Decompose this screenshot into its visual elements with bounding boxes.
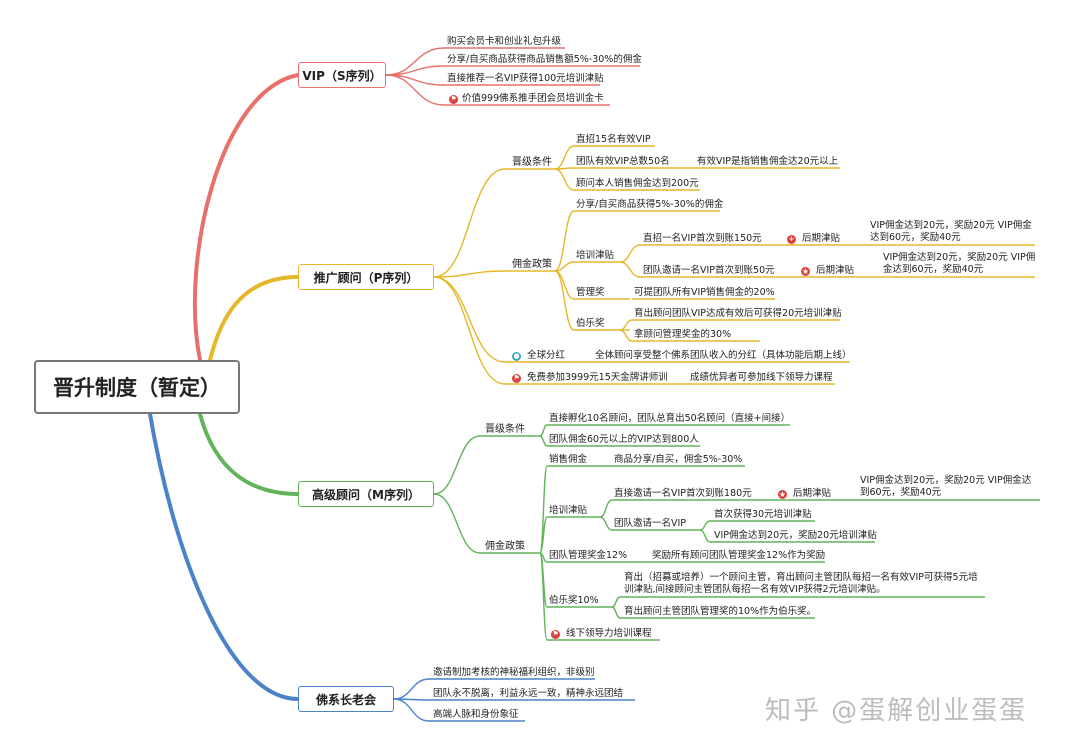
m-offline: 线下领导力培训课程	[566, 628, 652, 639]
p-conditions-label: 晋级条件	[512, 157, 552, 168]
p-global: 全体顾问享受整个佛系团队收入的分红（具体功能后期上线）	[595, 350, 852, 361]
p-invite: 团队邀请一名VIP首次到账50元	[643, 265, 775, 276]
m-conditions-label: 晋级条件	[485, 424, 525, 435]
p-free-course-note: 成绩优异者可参加线下领导力课程	[690, 372, 833, 383]
p-global-label: 全球分红	[527, 350, 566, 361]
p-effective-note: 有效VIP是指销售佣金达20元以上	[697, 156, 839, 167]
flag-icon: ⚑	[449, 95, 458, 104]
m-later-detail: VIP佣金达到20元，奖励20元 VIP佣金达到60元，奖励40元	[860, 475, 1032, 498]
m-bole: 育出（招募或培养）一个顾问主管，育出顾问主管团队每招一名有效VIP可获得5元培训…	[624, 572, 978, 595]
m-condition: 直接孵化10名顾问，团队总育出50名顾问（直接+间接）	[549, 413, 791, 424]
elder-item: 团队永不脱离，利益永远一致，精神永远团结	[433, 688, 624, 699]
branch-elder-council[interactable]: 佛系长老会	[298, 686, 394, 712]
p-condition: 团队有效VIP总数50名	[576, 156, 670, 167]
plus-icon: +	[787, 235, 796, 244]
watermark: 知乎 @蛋解创业蛋蛋	[765, 696, 1028, 726]
star-icon: ★	[778, 490, 787, 499]
star-icon: ★	[801, 267, 810, 276]
p-later-detail: VIP佣金达到20元，奖励20元 VIP佣金达到60元，奖励40元	[870, 220, 1032, 243]
m-sales: 商品分享/自买，佣金5%-30%	[614, 454, 743, 465]
m-bole: 育出顾问主管团队管理奖的10%作为伯乐奖。	[624, 606, 817, 617]
m-team: 奖励所有顾问团队管理奖金12%作为奖励	[652, 550, 826, 561]
p-later-label: 后期津贴	[802, 233, 841, 244]
p-bole: 拿顾问管理奖金的30%	[634, 329, 732, 340]
p-free-course: 免费参加3999元15天金牌讲师训	[527, 372, 668, 383]
elder-item: 高端人脉和身份象征	[433, 709, 519, 720]
p-later-detail: VIP佣金达到20元，奖励20元 VIP佣金达到60元，奖励40元	[883, 252, 1036, 275]
branch-senior-advisor[interactable]: 高级顾问（M序列）	[298, 481, 434, 507]
p-share: 分享/自买商品获得5%-30%的佣金	[576, 199, 724, 210]
elder-item: 邀请制加考核的神秘福利组织，非级别	[433, 667, 595, 678]
vip-item: 直接推荐一名VIP获得100元培训津贴	[447, 73, 604, 84]
p-condition: 顾问本人销售佣金达到200元	[576, 178, 699, 189]
m-direct: 直接邀请一名VIP首次到账180元	[614, 488, 752, 499]
m-bole-label: 伯乐奖10%	[549, 595, 599, 606]
p-bole-label: 伯乐奖	[576, 318, 605, 329]
m-policy-label: 佣金政策	[485, 541, 525, 552]
m-invite-detail: VIP佣金达到20元，奖励20元培训津贴	[714, 530, 877, 541]
vip-item: 购买会员卡和创业礼包升级	[447, 36, 562, 47]
p-training-label: 培训津贴	[576, 250, 615, 261]
p-mgmt: 可提团队所有VIP销售佣金的20%	[634, 287, 775, 298]
p-policy-label: 佣金政策	[512, 259, 552, 270]
m-invite: 团队邀请一名VIP	[614, 518, 687, 529]
branch-vip[interactable]: VIP（S序列）	[298, 62, 386, 88]
m-condition: 团队佣金60元以上的VIP达到800人	[549, 434, 699, 445]
branch-promotion-advisor[interactable]: 推广顾问（P序列）	[298, 264, 434, 290]
m-training-label: 培训津贴	[549, 505, 588, 516]
p-direct: 直招一名VIP首次到账150元	[643, 233, 762, 244]
m-invite-detail: 首次获得30元培训津贴	[714, 509, 812, 520]
root-title: 晋升制度（暂定）	[34, 360, 240, 414]
m-later-label: 后期津贴	[793, 488, 832, 499]
p-condition: 直招15名有效VIP	[576, 134, 651, 145]
vip-item: 价值999佛系推手团会员培训金卡	[462, 93, 604, 104]
m-sales-label: 销售佣金	[549, 454, 588, 465]
p-mgmt-label: 管理奖	[576, 287, 605, 298]
flag-icon: ⚑	[512, 374, 521, 383]
p-later-label: 后期津贴	[816, 265, 855, 276]
p-bole: 育出顾问团队VIP达成有效后可获得20元培训津贴	[634, 308, 842, 319]
vip-item: 分享/自买商品获得商品销售额5%-30%的佣金	[447, 54, 642, 65]
flag-icon: ⚑	[551, 630, 560, 639]
m-team-label: 团队管理奖金12%	[549, 550, 628, 561]
globe-icon: ●	[512, 352, 521, 361]
